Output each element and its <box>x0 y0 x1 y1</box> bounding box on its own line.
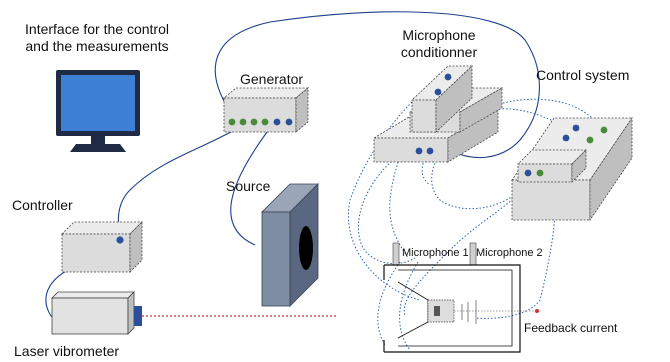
microphone-label-line1: Microphone <box>402 27 476 43</box>
control-system-label: Control system <box>536 67 630 83</box>
control-system-jacks <box>524 124 608 177</box>
cable-lines <box>45 11 540 326</box>
laser-vibrometer-device <box>51 291 338 335</box>
feedback-marker <box>535 309 539 313</box>
interface-label-line2: and the measurements <box>25 38 169 54</box>
microphone-conditioner <box>372 65 504 163</box>
microphone-conditioner-label: Microphone conditionner <box>384 27 494 61</box>
laser-vibrometer-label: Laser vibrometer <box>14 343 120 359</box>
controller-label: Controller <box>12 197 73 213</box>
generator-jacks <box>228 118 293 126</box>
controller-jack <box>116 236 124 244</box>
cable-generator-source <box>230 127 271 246</box>
interface-label: Interface for the control and the measur… <box>2 21 192 55</box>
controller-box <box>61 221 143 273</box>
generator-box <box>222 87 310 133</box>
microphone1-probe <box>392 242 400 266</box>
measurement-tube <box>383 242 540 353</box>
cable-generator-conditioner <box>214 11 540 159</box>
conditioner-jacks <box>415 73 452 155</box>
source-loudspeaker <box>261 183 319 307</box>
monitor-icon <box>56 70 140 152</box>
source-label: Source <box>226 178 271 194</box>
microphone1-label: Microphone 1 <box>402 247 469 259</box>
microphone-label-line2: conditionner <box>400 44 478 60</box>
microphone2-label: Microphone 2 <box>476 247 543 259</box>
interface-label-line1: Interface for the control <box>25 21 169 37</box>
control-system-box <box>511 116 633 222</box>
generator-label: Generator <box>240 71 304 87</box>
cable-generator-controller <box>117 127 239 239</box>
feedback-current-label: Feedback current <box>524 321 618 335</box>
